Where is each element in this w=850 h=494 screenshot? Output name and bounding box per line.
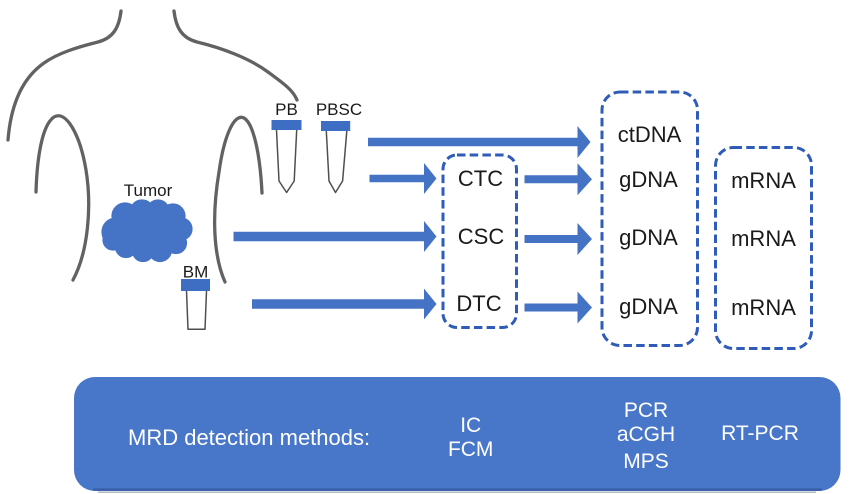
- svg-text:CSC: CSC: [458, 224, 505, 249]
- svg-text:BM: BM: [183, 263, 209, 282]
- svg-text:mRNA: mRNA: [731, 295, 796, 320]
- svg-text:PB: PB: [275, 100, 298, 119]
- svg-text:mRNA: mRNA: [731, 226, 796, 251]
- svg-text:FCM: FCM: [448, 438, 494, 461]
- svg-text:mRNA: mRNA: [731, 168, 796, 193]
- svg-text:gDNA: gDNA: [619, 167, 678, 192]
- svg-text:ctDNA: ctDNA: [618, 122, 682, 147]
- svg-text:CTC: CTC: [458, 166, 503, 191]
- svg-text:Tumor: Tumor: [124, 181, 173, 200]
- svg-text:IC: IC: [460, 414, 481, 437]
- svg-text:gDNA: gDNA: [619, 225, 678, 250]
- svg-text:aCGH: aCGH: [617, 423, 675, 446]
- svg-text:MPS: MPS: [623, 450, 669, 473]
- svg-text:PCR: PCR: [624, 399, 668, 422]
- svg-text:MRD detection methods:: MRD detection methods:: [128, 425, 370, 450]
- svg-text:PBSC: PBSC: [316, 100, 362, 119]
- svg-text:DTC: DTC: [456, 291, 501, 316]
- svg-text:RT-PCR: RT-PCR: [721, 422, 799, 445]
- svg-text:gDNA: gDNA: [619, 294, 678, 319]
